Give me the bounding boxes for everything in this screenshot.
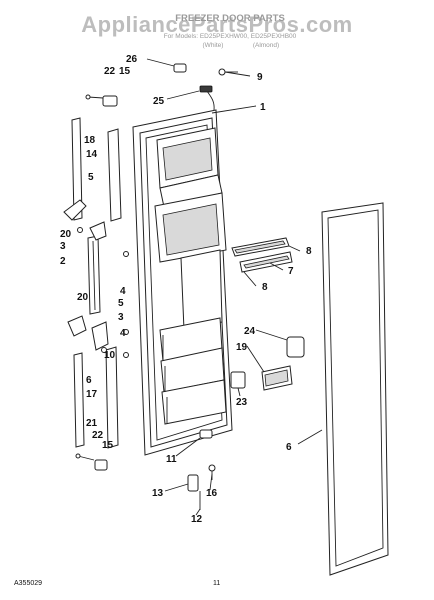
callout-9: 9 [257,72,263,83]
callout-22-lower: 22 [92,430,104,441]
callout-23: 23 [236,397,248,408]
doc-number: A355029 [14,580,42,587]
callout-24: 24 [244,326,256,337]
callout-10: 10 [104,350,116,361]
callout-17: 17 [86,389,98,400]
callout-1: 1 [260,102,266,113]
callout-6-right: 6 [286,442,292,453]
header-variant-white: (White) [203,42,224,49]
header-variant-almond: (Almond) [253,42,279,49]
callout-25: 25 [153,96,165,107]
watermark: AppliancePartsPros.com [81,12,352,37]
callout-15: 15 [119,66,131,77]
diagram-footer: A355029 11 [14,580,220,587]
callout-13: 13 [152,488,164,499]
header-models: For Models: ED25PEXHW00, ED25PEXHB00 [164,33,297,40]
callout-14: 14 [86,149,98,160]
callout-20-lower: 20 [77,292,89,303]
callout-8-lower: 8 [262,282,268,293]
callout-22: 22 [104,66,116,77]
callout-7: 7 [288,266,294,277]
left-trim-parts [63,94,129,471]
page-number: 11 [213,580,220,587]
bin-parts [230,336,305,391]
bottom-hardware [187,429,216,510]
door-panel-assembly [132,85,233,456]
callout-8-upper: 8 [306,246,312,257]
callout-26: 26 [126,54,138,65]
callout-19: 19 [236,342,248,353]
leader-lines [146,58,323,516]
dispenser-trim-parts [231,237,293,273]
callout-18: 18 [84,135,96,146]
callout-4-lower: 4 [120,328,126,339]
callout-2: 2 [60,256,66,267]
callout-15-lower: 15 [102,440,114,451]
callout-21: 21 [86,418,98,429]
top-hardware [173,63,238,76]
diagram-header: AppliancePartsPros.com FREEZER DOOR PART… [81,12,352,49]
callout-labels: 26 22 15 9 25 1 18 14 5 20 3 2 4 8 7 8 2… [60,54,312,525]
callout-16: 16 [206,488,218,499]
callout-5-lower: 5 [118,298,124,309]
callout-12: 12 [191,514,203,525]
callout-5-upper: 5 [88,172,94,183]
callout-6-left: 6 [86,375,92,386]
callout-20-upper: 20 [60,229,72,240]
door-gasket [321,202,389,576]
header-title: FREEZER DOOR PARTS [175,13,285,24]
callout-4-upper: 4 [120,286,126,297]
callout-3-upper: 3 [60,241,66,252]
callout-11: 11 [166,454,177,465]
callout-3-lower: 3 [118,312,124,323]
